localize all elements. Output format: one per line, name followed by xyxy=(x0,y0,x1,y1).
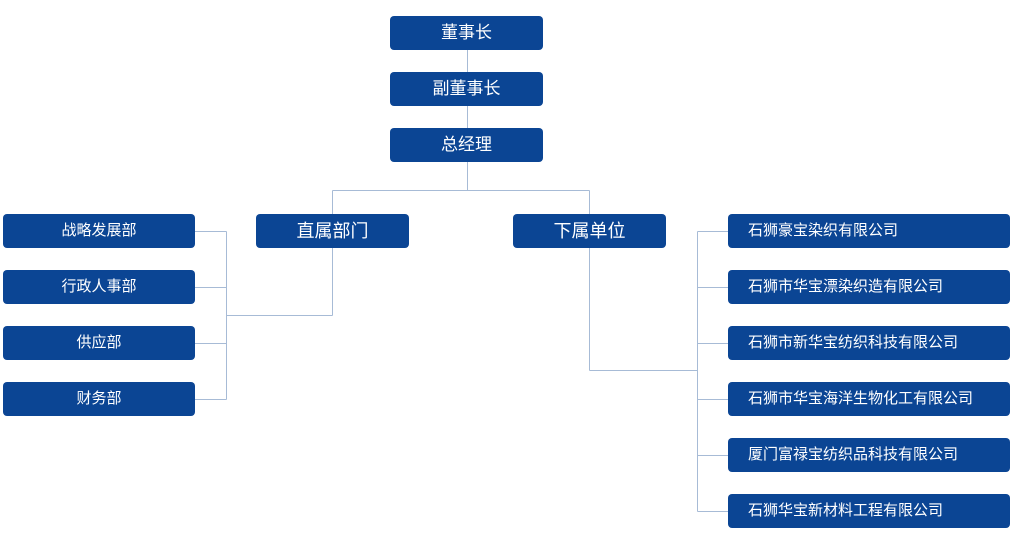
org-node-department: 供应部 xyxy=(3,326,195,360)
org-node-department: 行政人事部 xyxy=(3,270,195,304)
org-node-subsidiaries: 下属单位 xyxy=(513,214,666,248)
org-node-subsidiary: 厦门富禄宝纺织品科技有限公司 xyxy=(728,438,1010,472)
org-node-subsidiary: 石狮市新华宝纺织科技有限公司 xyxy=(728,326,1010,360)
org-node-direct-departments: 直属部门 xyxy=(256,214,409,248)
org-node-subsidiary: 石狮市华宝海洋生物化工有限公司 xyxy=(728,382,1010,416)
org-node-chairman: 董事长 xyxy=(390,16,543,50)
org-node-vice-chairman: 副董事长 xyxy=(390,72,543,106)
org-node-general-manager: 总经理 xyxy=(390,128,543,162)
org-node-department: 战略发展部 xyxy=(3,214,195,248)
org-node-subsidiary: 石狮华宝新材料工程有限公司 xyxy=(728,494,1010,528)
org-node-subsidiary: 石狮豪宝染织有限公司 xyxy=(728,214,1010,248)
org-node-subsidiary: 石狮市华宝漂染织造有限公司 xyxy=(728,270,1010,304)
org-node-department: 财务部 xyxy=(3,382,195,416)
